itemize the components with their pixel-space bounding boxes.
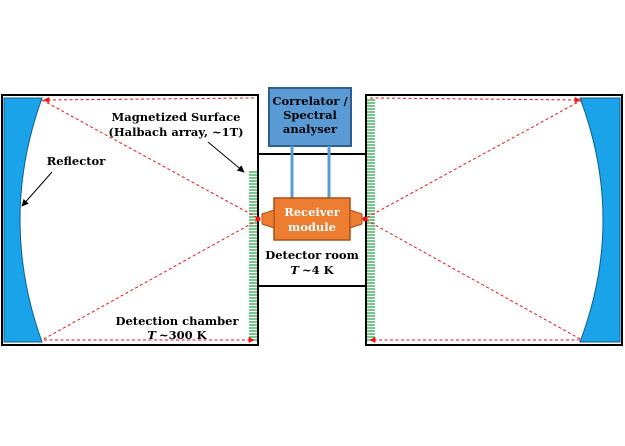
right-reflector bbox=[579, 97, 621, 343]
detector-room-label: Detector room bbox=[265, 248, 359, 262]
magnetized-surface-pointer-arrow bbox=[207, 141, 245, 173]
receiver-horn-right bbox=[349, 209, 363, 229]
receiver-horn-left bbox=[261, 209, 275, 229]
correlator-label-line2: Spectral bbox=[283, 108, 337, 122]
detection-chamber-temperature: T~300 K bbox=[147, 328, 207, 342]
left-reflector bbox=[3, 97, 43, 343]
correlator-label-line1: Correlator / bbox=[272, 94, 348, 108]
correlator-box bbox=[268, 87, 352, 147]
halbach-array-label: (Halbach array, ~1T) bbox=[108, 125, 243, 139]
right-magnetized-surface bbox=[367, 99, 375, 341]
reflector-pointer-arrow bbox=[21, 171, 53, 207]
left-focal-point bbox=[255, 216, 261, 222]
detector-room-temperature: T~4 K bbox=[290, 263, 334, 277]
reflector-label: Reflector bbox=[47, 154, 107, 168]
right-focal-point bbox=[362, 216, 368, 222]
left-magnetized-surface bbox=[249, 171, 257, 341]
magnetized-surface-label: Magnetized Surface bbox=[112, 110, 241, 124]
right-beam-paths bbox=[365, 96, 583, 343]
left-beam-paths bbox=[41, 96, 259, 343]
right-detection-chamber bbox=[365, 94, 623, 346]
receiver-label-line2: module bbox=[288, 220, 336, 234]
receiver-label-line1: Receiver bbox=[284, 205, 341, 219]
detection-chamber-label: Detection chamber bbox=[115, 314, 239, 328]
correlator-label-line3: analyser bbox=[283, 122, 338, 136]
